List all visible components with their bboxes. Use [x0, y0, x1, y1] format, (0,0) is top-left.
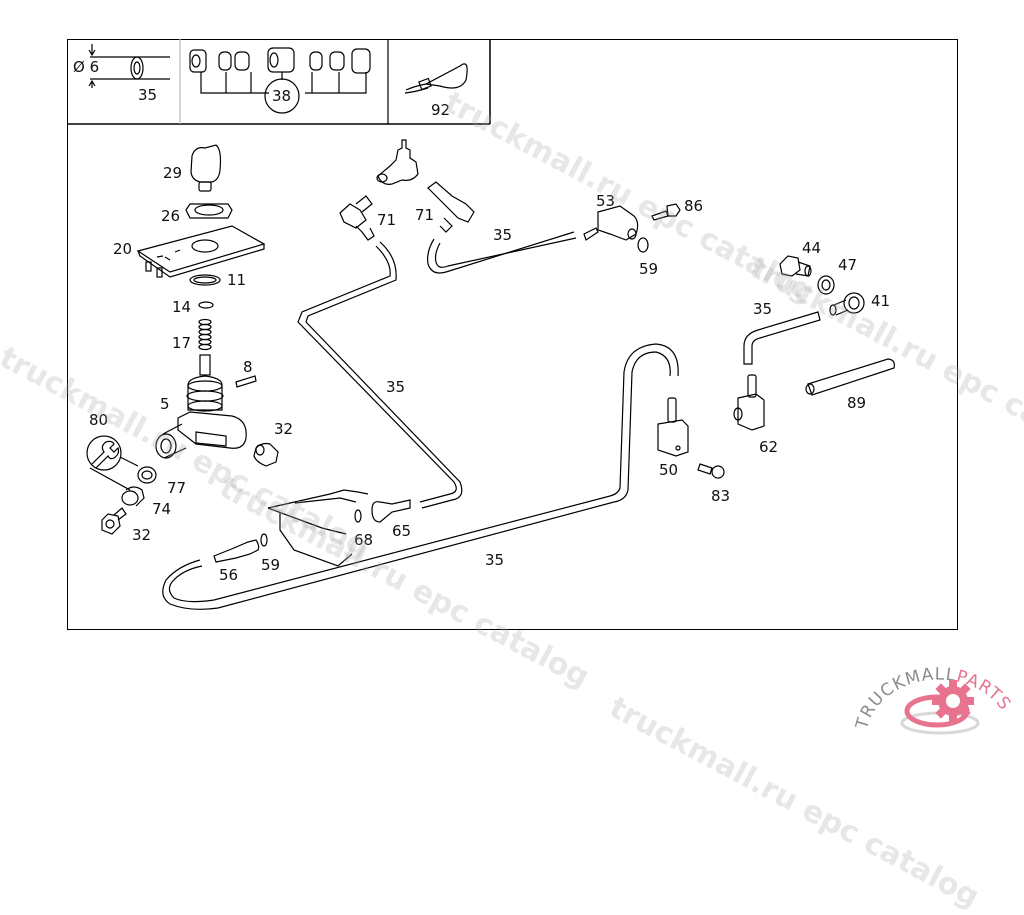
connector-50-icon [657, 397, 689, 457]
o-ring-inner-icon [193, 276, 217, 284]
fitting-icon [253, 442, 279, 467]
label-32-lower[interactable]: 32 [132, 526, 152, 544]
hose-right-icon [743, 311, 821, 365]
label-5[interactable]: 5 [160, 395, 170, 413]
label-71-left[interactable]: 71 [377, 211, 397, 229]
nut-icon [185, 203, 233, 219]
hose-middle-icon [297, 241, 463, 509]
label-20[interactable]: 20 [113, 240, 133, 258]
bracket-outline-icon [267, 489, 369, 567]
connector-right-icon [427, 181, 475, 233]
screw-icon [101, 507, 127, 535]
banjo-bolt-icon [779, 255, 812, 277]
o-ring-59-icon [637, 237, 649, 253]
legend-box [67, 39, 491, 125]
hose-nipple-56-icon [213, 539, 260, 563]
label-35-legend: 35 [138, 86, 158, 104]
label-35-middle[interactable]: 35 [386, 378, 406, 396]
label-38: 38 [272, 87, 292, 105]
hose-lower-icon [162, 343, 679, 610]
fittings-set-icon [189, 47, 371, 114]
label-35-upper[interactable]: 35 [493, 226, 513, 244]
label-86[interactable]: 86 [684, 197, 704, 215]
angle-connector-icon [733, 374, 765, 431]
label-29[interactable]: 29 [163, 164, 183, 182]
label-14[interactable]: 14 [172, 298, 192, 316]
label-92: 92 [431, 101, 451, 119]
label-44[interactable]: 44 [802, 239, 822, 257]
sleeve-icon [805, 358, 895, 396]
sealing-washer-icon [817, 275, 835, 295]
diagram-frame [67, 39, 958, 630]
washer-icon [198, 301, 214, 309]
spring-icon [198, 318, 212, 351]
label-59-right[interactable]: 59 [639, 260, 659, 278]
cable-tie-icon [404, 63, 468, 94]
label-80[interactable]: 80 [89, 411, 109, 429]
sealing-washer-inner-icon [821, 279, 831, 291]
hose-nipple-65-icon [371, 499, 411, 523]
label-17[interactable]: 17 [172, 334, 192, 352]
y-connector-icon [376, 139, 419, 185]
label-26[interactable]: 26 [161, 207, 181, 225]
label-47[interactable]: 47 [838, 256, 858, 274]
label-89[interactable]: 89 [847, 394, 867, 412]
label-74[interactable]: 74 [152, 500, 172, 518]
connector-left-icon [339, 195, 375, 241]
brand-logo[interactable]: TRUCKMALLPARTS [852, 645, 1020, 745]
label-59-left[interactable]: 59 [261, 556, 281, 574]
label-65[interactable]: 65 [392, 522, 412, 540]
hose-diameter-icon [88, 44, 170, 88]
label-50[interactable]: 50 [659, 461, 679, 479]
label-56[interactable]: 56 [219, 566, 239, 584]
label-71-right[interactable]: 71 [415, 206, 435, 224]
pin-icon [235, 375, 257, 388]
o-ring-68-icon [354, 509, 362, 523]
label-diameter: Ø 6 [73, 58, 100, 76]
label-62[interactable]: 62 [759, 438, 779, 456]
knob-icon [190, 144, 222, 192]
o-ring-59-left-icon [260, 533, 268, 547]
screw-86-icon [651, 203, 681, 221]
label-32-upper[interactable]: 32 [274, 420, 294, 438]
screw-83-icon [697, 463, 725, 479]
logo-gear-icon: TRUCKMALLPARTS [852, 664, 1014, 735]
label-77[interactable]: 77 [167, 479, 187, 497]
o-ring-icon [189, 274, 221, 286]
label-8[interactable]: 8 [243, 358, 253, 376]
label-41[interactable]: 41 [871, 292, 891, 310]
plate-icon [136, 225, 266, 278]
label-11[interactable]: 11 [227, 271, 247, 289]
valve-icon [155, 354, 247, 459]
label-35-lower[interactable]: 35 [485, 551, 505, 569]
label-53[interactable]: 53 [596, 192, 616, 210]
plug-icon [121, 486, 145, 507]
label-68[interactable]: 68 [354, 531, 374, 549]
parts-diagram [67, 39, 895, 610]
hose-upper-icon [427, 231, 577, 274]
t-connector-icon [583, 205, 639, 241]
banjo-fitting-icon [829, 292, 865, 316]
label-35-right[interactable]: 35 [753, 300, 773, 318]
wrench-tool-icon [86, 435, 139, 491]
label-83[interactable]: 83 [711, 487, 731, 505]
seal-ring-icon [137, 466, 157, 484]
